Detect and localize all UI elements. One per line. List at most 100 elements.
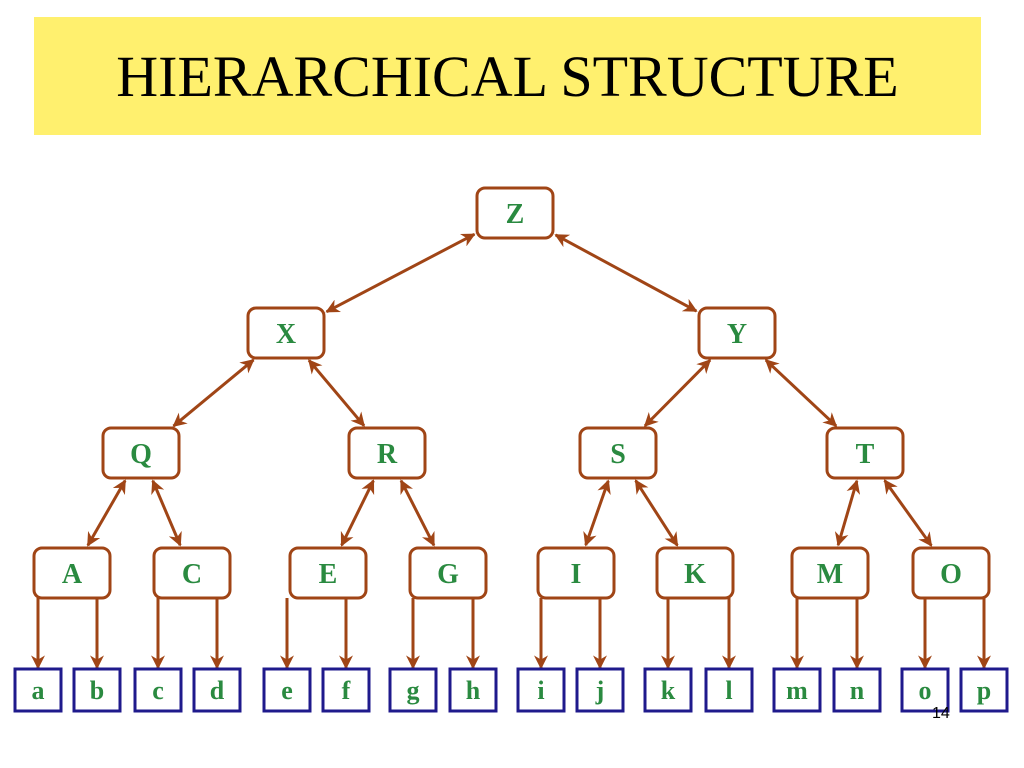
edge-S-K [634,479,679,547]
node-G: G [408,546,488,600]
node-box [900,667,950,713]
node-label: n [850,676,865,705]
node-box [13,667,63,713]
node-box [516,667,566,713]
node-box [133,667,183,713]
node-R: R [347,426,427,480]
node-box [288,546,368,600]
node-box [101,426,181,480]
node-X: X [246,306,326,360]
edge-Z-X [325,232,476,314]
node-box [959,667,1009,713]
node-label: K [684,559,706,590]
edge-X-R [307,359,366,427]
node-C: C [152,546,232,600]
edges-layer [31,232,991,670]
node-label: Y [727,319,747,350]
title-bar: HIERARCHICAL STRUCTURE [34,17,981,135]
node-box [32,546,112,600]
node-label: a [32,676,45,705]
node-A: A [32,546,112,600]
node-box [578,426,658,480]
node-label: Z [506,199,525,230]
node-leaf-n: n [832,667,882,713]
node-box [575,667,625,713]
node-label: d [210,676,225,705]
node-box [536,546,616,600]
page-title: HIERARCHICAL STRUCTURE [116,43,899,109]
edge-T-O [883,479,933,547]
node-leaf-b: b [72,667,122,713]
node-label: E [319,559,338,590]
node-label: c [152,676,164,705]
node-label: p [977,676,991,705]
node-box [192,667,242,713]
node-leaf-m: m [772,667,822,713]
node-K: K [655,546,735,600]
node-box [772,667,822,713]
node-label: l [725,676,732,705]
node-leaf-h: h [448,667,498,713]
node-box [262,667,312,713]
node-label: k [661,676,676,705]
node-box [152,546,232,600]
node-S: S [578,426,658,480]
node-label: I [571,559,582,590]
node-box [347,426,427,480]
node-leaf-d: d [192,667,242,713]
node-box [704,667,754,713]
node-label: R [377,439,398,470]
node-M: M [790,546,870,600]
node-box [832,667,882,713]
node-label: G [437,559,459,590]
node-box [388,667,438,713]
node-box [246,306,326,360]
node-leaf-e: e [262,667,312,713]
node-Q: Q [101,426,181,480]
edge-R-G [399,479,436,547]
node-label: A [62,559,83,590]
node-Y: Y [697,306,777,360]
node-label: j [595,676,605,705]
node-label: T [856,439,875,470]
node-T: T [825,426,905,480]
node-leaf-j: j [575,667,625,713]
edge-Q-C [151,479,182,547]
edge-R-E [340,479,375,547]
node-label: Q [130,439,152,470]
slide-number: 14 [932,705,950,722]
node-label: g [407,676,420,705]
node-label: O [940,559,962,590]
node-leaf-l: l [704,667,754,713]
node-label: b [90,676,104,705]
node-label: M [817,559,843,590]
edge-S-I [583,479,611,547]
node-label: f [342,676,351,705]
node-leaf-p: p [959,667,1009,713]
node-box [475,186,555,240]
node-Z: Z [475,186,555,240]
node-box [655,546,735,600]
node-box [72,667,122,713]
edge-Q-A [86,479,127,547]
node-box [321,667,371,713]
edge-Y-S [643,359,712,427]
node-label: S [610,439,626,470]
node-box [408,546,488,600]
node-leaf-i: i [516,667,566,713]
node-label: o [919,676,932,705]
node-label: C [182,559,202,590]
node-box [448,667,498,713]
node-label: m [786,676,808,705]
node-label: h [466,676,481,705]
node-leaf-a: a [13,667,63,713]
edge-X-Q [172,358,255,428]
edge-T-M [834,479,861,547]
node-box [911,546,991,600]
node-leaf-f: f [321,667,371,713]
node-box [697,306,777,360]
node-leaf-o: o [900,667,950,713]
edge-Z-Y [554,233,698,313]
